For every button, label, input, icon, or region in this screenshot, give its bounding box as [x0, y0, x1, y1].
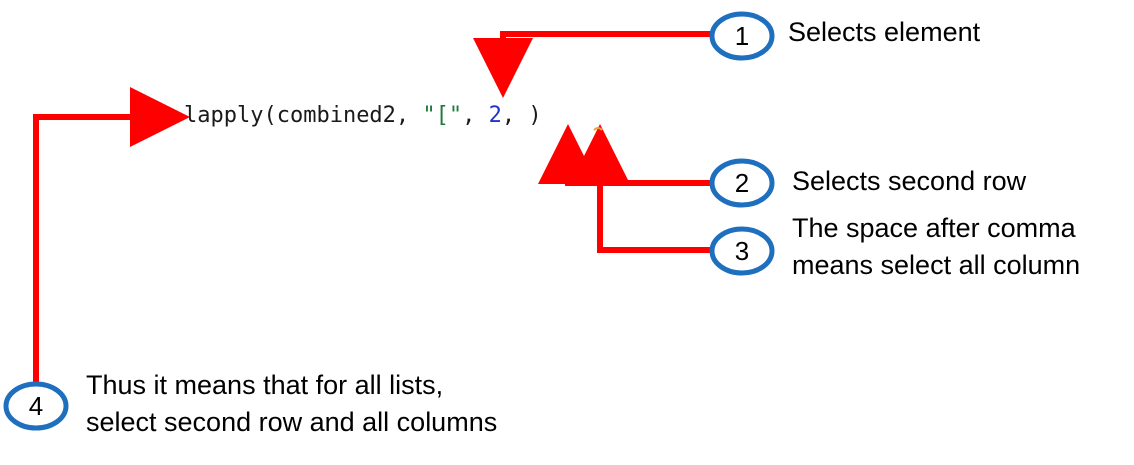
code-sep: ,	[462, 103, 489, 128]
space-marker	[593, 127, 603, 131]
code-func: lapply(	[184, 103, 277, 128]
callout-badge-3: 3	[709, 226, 775, 276]
callout-badge-1: 1	[709, 11, 775, 61]
badge-number-2: 2	[735, 168, 749, 198]
callout-1-line-1: Selects element	[788, 17, 981, 47]
callout-badge-4: 4	[3, 381, 69, 431]
code-line: lapply(combined2, "[", 2, )	[184, 98, 542, 134]
callout-3-line-1: The space after comma	[792, 213, 1076, 243]
callout-3-line-2: means select all column	[792, 250, 1081, 280]
callout-badge-2: 2	[709, 158, 775, 208]
arrow-1	[473, 31, 712, 98]
callout-2-line-1: Selects second row	[792, 166, 1027, 196]
callout-text-3: The space after comma means select all c…	[792, 210, 1080, 284]
badge-number-4: 4	[29, 391, 43, 421]
code-rest: , )	[501, 103, 542, 128]
callout-4-line-2: select second row and all columns	[86, 407, 498, 437]
callout-4-line-1: Thus it means that for all lists,	[86, 370, 444, 400]
badge-number-3: 3	[735, 236, 749, 266]
badge-number-1: 1	[735, 21, 749, 51]
arrow-4	[33, 87, 190, 385]
arrow-3	[570, 124, 712, 253]
callout-text-2: Selects second row	[792, 163, 1026, 200]
callout-text-1: Selects element	[788, 14, 980, 51]
code-string: "["	[422, 103, 463, 128]
code-number: 2	[488, 103, 502, 128]
code-arg1: combined2,	[276, 103, 423, 128]
callout-text-4: Thus it means that for all lists, select…	[86, 367, 497, 441]
arrow-2	[538, 124, 712, 186]
